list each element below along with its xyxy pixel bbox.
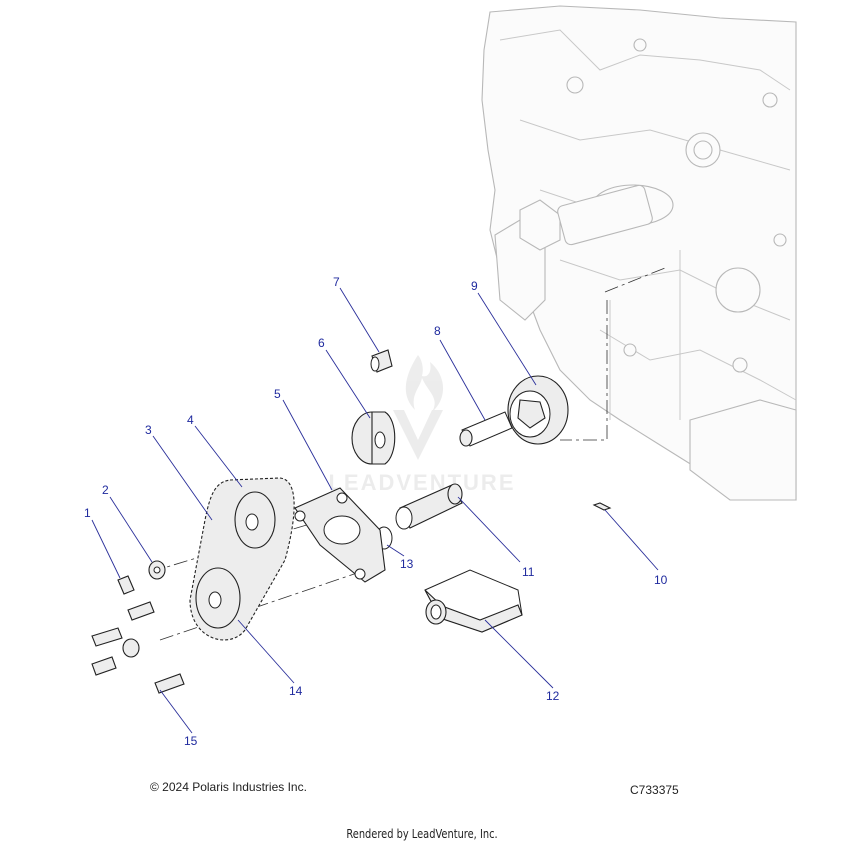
relief-valve — [395, 483, 463, 530]
callout-3: 3 — [145, 423, 152, 437]
callout-14: 14 — [289, 684, 303, 698]
rendered-by-credit: Rendered by LeadVenture, Inc. — [346, 827, 498, 841]
dowel-bushing — [370, 349, 393, 373]
pin — [592, 502, 612, 511]
leadventure-watermark: LEADVENTURE — [328, 355, 515, 495]
callout-15: 15 — [184, 734, 198, 748]
callout-2: 2 — [102, 483, 109, 497]
callout-labels: 1 2 3 4 5 6 7 8 9 10 11 12 13 14 15 — [84, 275, 668, 748]
callout-10: 10 — [654, 573, 668, 587]
fasteners — [91, 560, 185, 694]
callout-8: 8 — [434, 324, 441, 338]
oil-pump-rotor — [507, 375, 569, 445]
callout-11: 11 — [522, 565, 535, 579]
callout-5: 5 — [274, 387, 281, 401]
assembly-centerlines — [149, 267, 666, 641]
watermark-text: LEADVENTURE — [328, 470, 515, 495]
chain-and-sprockets — [189, 477, 295, 641]
callout-4: 4 — [187, 413, 194, 427]
pump-cover-plate — [294, 487, 386, 583]
copyright-notice: © 2024 Polaris Industries Inc. — [150, 780, 307, 794]
drawing-number: C733375 — [630, 783, 679, 797]
oil-pickup-strainer — [424, 569, 523, 633]
callout-leaders — [91, 287, 659, 734]
callout-13: 13 — [400, 557, 414, 571]
callout-9: 9 — [471, 279, 478, 293]
callout-6: 6 — [318, 336, 325, 350]
callout-1: 1 — [84, 506, 91, 520]
callout-12: 12 — [546, 689, 560, 703]
pump-shaft — [459, 411, 513, 447]
spacer-idler — [351, 411, 396, 465]
engine-crankcase — [481, 5, 797, 501]
callout-7: 7 — [333, 275, 340, 289]
